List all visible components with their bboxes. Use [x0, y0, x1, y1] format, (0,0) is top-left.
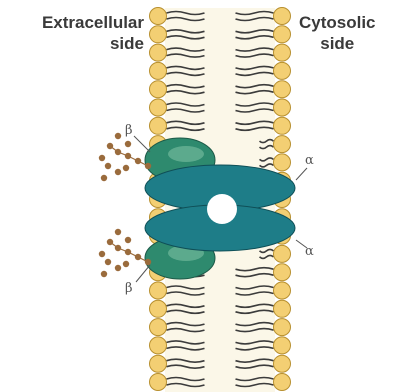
sugar-chain-top-sugar	[107, 143, 113, 149]
alpha-label-top: α	[305, 154, 314, 168]
sugar-chain-top-sugar	[115, 133, 121, 139]
extracellular-label-line2: side	[12, 33, 144, 54]
lipid-head	[150, 319, 167, 336]
lipid-head	[274, 245, 291, 262]
cytosolic-label-line2: side	[299, 33, 376, 54]
lipid-head	[150, 81, 167, 98]
sugar-chain-top-sugar	[125, 141, 131, 147]
lipid-head	[274, 62, 291, 79]
lipid-head	[150, 26, 167, 43]
sugar-chain-top-sugar	[115, 149, 121, 155]
lipid-head	[150, 44, 167, 61]
lipid-head	[274, 374, 291, 391]
lipid-head	[150, 374, 167, 391]
lipid-head	[274, 319, 291, 336]
alpha-label-bottom: α	[305, 245, 314, 259]
lipid-head	[274, 26, 291, 43]
sugar-chain-bottom-sugar	[101, 271, 107, 277]
lipid-head	[150, 355, 167, 372]
extracellular-label: Extracellular side	[12, 12, 144, 54]
beta-subunit-top-highlight	[168, 146, 204, 162]
sugar-chain-bottom-sugar	[145, 259, 151, 265]
lipid-head	[274, 282, 291, 299]
lipid-head	[150, 337, 167, 354]
lipid-head	[274, 355, 291, 372]
beta-bottom-leader	[136, 265, 150, 282]
sugar-chain-bottom-sugar	[99, 251, 105, 257]
lipid-head	[274, 117, 291, 134]
sugar-chain-top-sugar	[99, 155, 105, 161]
cytosolic-label-line1: Cytosolic	[299, 12, 376, 33]
sugar-chain-top-sugar	[123, 165, 129, 171]
carbohydrate-chains	[99, 133, 151, 277]
sugar-chain-top-sugar	[125, 153, 131, 159]
sugar-chain-bottom-sugar	[105, 259, 111, 265]
lipid-head	[150, 8, 167, 25]
beta-top-leader	[134, 136, 150, 152]
lipid-head	[274, 337, 291, 354]
sugar-chain-bottom-sugar	[115, 229, 121, 235]
sugar-chain-top-sugar	[135, 158, 141, 164]
sugar-chain-bottom-sugar	[125, 237, 131, 243]
channel-pore	[207, 194, 237, 224]
sugar-chain-top-sugar	[105, 163, 111, 169]
sugar-chain-bottom-sugar	[115, 245, 121, 251]
sugar-chain-top-sugar	[101, 175, 107, 181]
alpha-top-leader	[296, 168, 307, 180]
lipid-head	[274, 264, 291, 281]
lipid-head	[274, 81, 291, 98]
lipid-head	[150, 117, 167, 134]
lipid-head	[150, 99, 167, 116]
sugar-chain-bottom-sugar	[115, 265, 121, 271]
lipid-head	[274, 300, 291, 317]
lipid-head	[150, 62, 167, 79]
lipid-head	[274, 154, 291, 171]
lipid-head	[150, 300, 167, 317]
sugar-chain-top-sugar	[145, 163, 151, 169]
sugar-chain-bottom-sugar	[123, 261, 129, 267]
lipid-head	[274, 8, 291, 25]
sugar-chain-bottom-sugar	[107, 239, 113, 245]
extracellular-label-line1: Extracellular	[12, 12, 144, 33]
sugar-chain-bottom-sugar	[135, 254, 141, 260]
lipid-head	[274, 136, 291, 153]
lipid-head	[274, 99, 291, 116]
beta-label-bottom: β	[125, 282, 133, 296]
sugar-chain-top-sugar	[115, 169, 121, 175]
cytosolic-label: Cytosolic side	[299, 12, 376, 54]
sugar-chain-bottom-sugar	[125, 249, 131, 255]
lipid-head	[274, 44, 291, 61]
beta-label-top: β	[125, 124, 133, 138]
lipid-head	[150, 282, 167, 299]
